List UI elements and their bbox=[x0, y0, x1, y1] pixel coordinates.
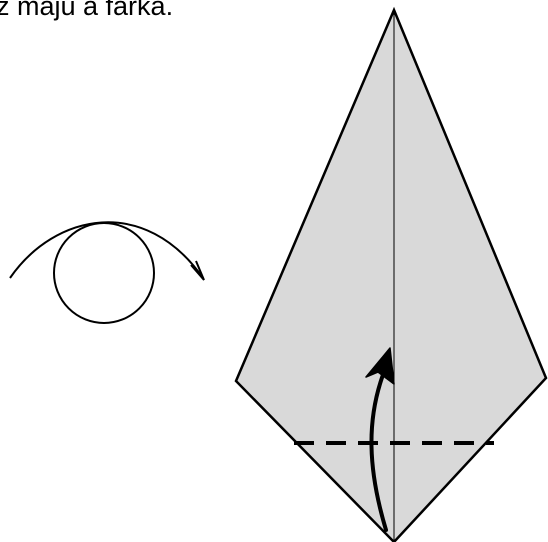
turn-over-arc bbox=[10, 222, 203, 278]
kite-paper-shape bbox=[236, 10, 546, 542]
turn-over-icon bbox=[10, 222, 204, 323]
turn-over-circle bbox=[54, 223, 154, 323]
